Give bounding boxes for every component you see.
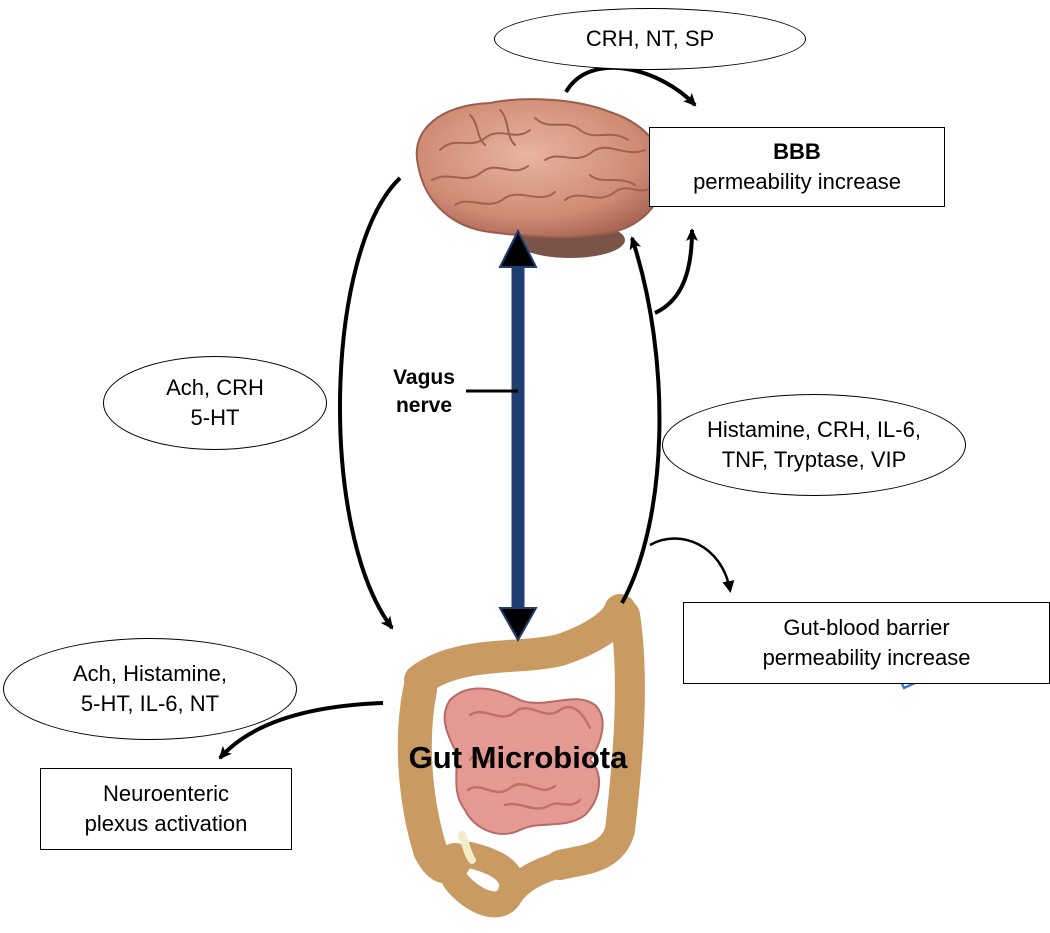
oval-right-line1: Histamine, CRH, IL-6, bbox=[707, 417, 921, 442]
bbb-text: permeability increase bbox=[693, 169, 901, 194]
gut-barrier-line2: permeability increase bbox=[762, 645, 971, 670]
gut-barrier-line1: Gut-blood barrier bbox=[783, 615, 950, 640]
vagus-line2: nerve bbox=[395, 394, 453, 417]
intestine-icon bbox=[397, 594, 645, 918]
branch-to-gut-barrier-arrow bbox=[649, 537, 735, 593]
gut-microbiota-label: Gut Microbiota bbox=[408, 740, 628, 775]
oval-ach-histamine-group: Ach, Histamine, 5-HT, IL-6, NT bbox=[3, 638, 297, 740]
vagus-nerve-arrow bbox=[498, 228, 538, 643]
gut-to-plexus-arrow bbox=[218, 701, 384, 760]
oval-top-text: CRH, NT, SP bbox=[585, 26, 715, 51]
vagus-line1: Vagus bbox=[393, 366, 455, 389]
gut-to-brain-arrow bbox=[620, 236, 662, 604]
brain-to-gut-arrow bbox=[337, 176, 402, 630]
vagus-nerve-label: Vagus nerve bbox=[372, 364, 476, 420]
branch-to-bbb-arrow bbox=[654, 228, 698, 315]
oval-ach-crh-5ht: Ach, CRH 5-HT bbox=[103, 356, 327, 450]
neuro-line2: plexus activation bbox=[84, 811, 248, 836]
brain-icon bbox=[415, 98, 665, 258]
top-to-bbb-arrow bbox=[564, 65, 697, 107]
oval-left-line2: 5-HT bbox=[190, 405, 240, 430]
oval-bottom-line1: Ach, Histamine, bbox=[72, 661, 228, 686]
oval-bottom-line2: 5-HT, IL-6, NT bbox=[80, 691, 220, 716]
neuro-line1: Neuroenteric bbox=[103, 781, 229, 806]
box-bbb-permeability: BBB permeability increase bbox=[649, 127, 945, 207]
box-gut-blood-barrier: Gut-blood barrier permeability increase bbox=[683, 602, 1050, 684]
oval-left-line1: Ach, CRH bbox=[166, 375, 264, 400]
bbb-title: BBB bbox=[773, 139, 821, 164]
oval-crh-nt-sp: CRH, NT, SP bbox=[494, 8, 806, 70]
box-neuroenteric-plexus: Neuroenteric plexus activation bbox=[40, 768, 292, 850]
oval-right-line2: TNF, Tryptase, VIP bbox=[721, 447, 907, 472]
oval-histamine-group: Histamine, CRH, IL-6, TNF, Tryptase, VIP bbox=[662, 394, 966, 496]
